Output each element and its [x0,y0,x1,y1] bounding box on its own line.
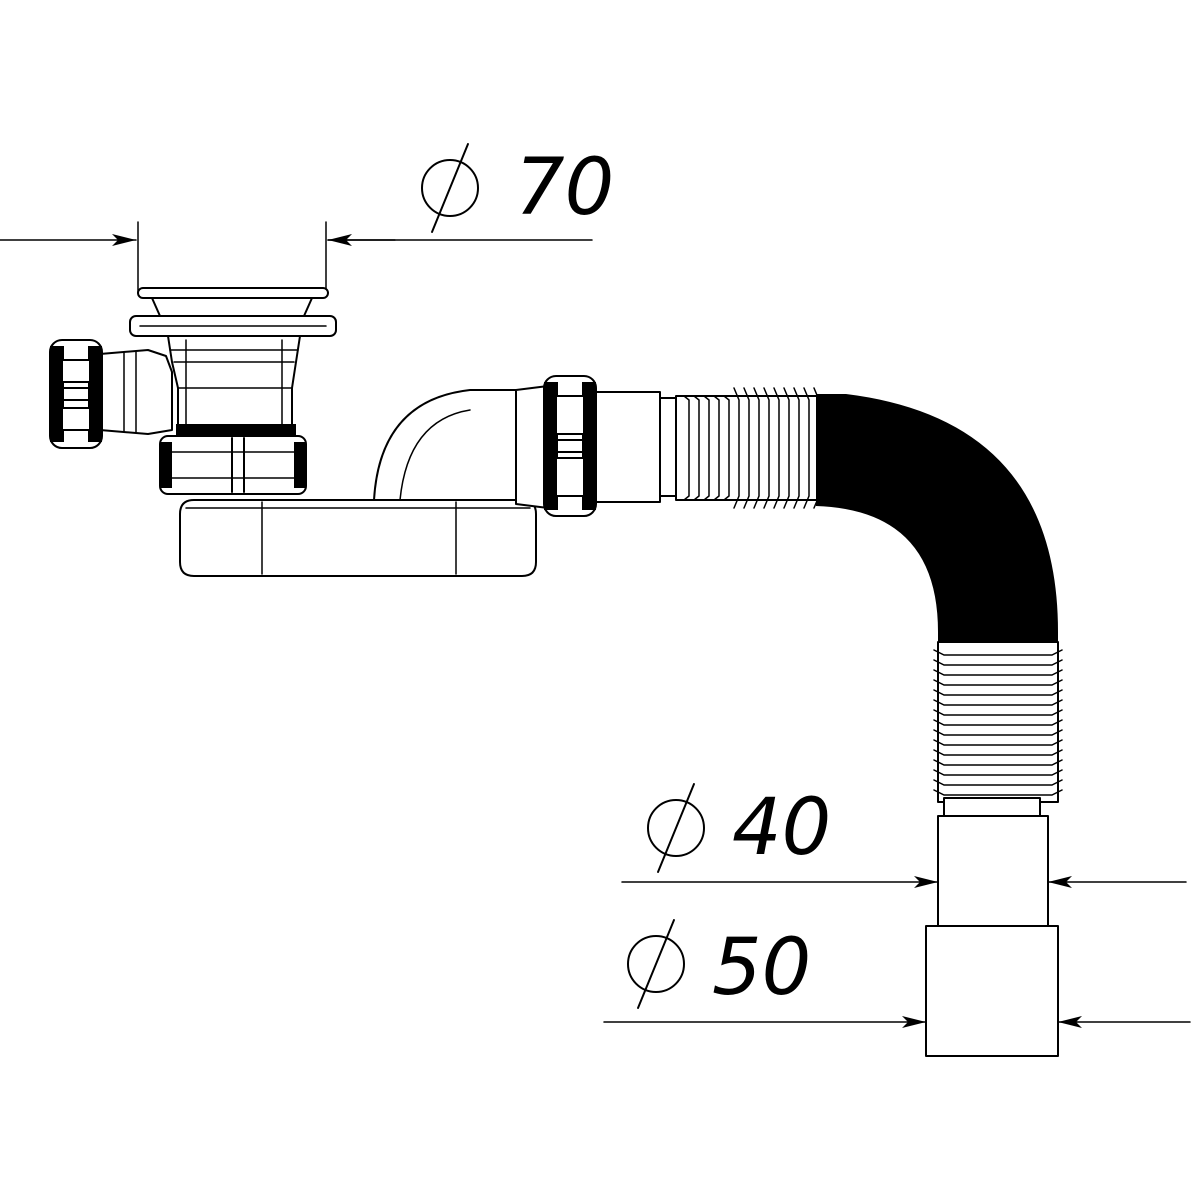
hose-rib [703,395,710,501]
pipe-sleeve [595,391,679,503]
adapter-40 [937,815,1049,927]
hose-rib [743,387,750,509]
outlet-nut [543,375,597,517]
hose-rib [683,395,690,501]
hose-rib [933,729,1063,736]
hose-rib [693,395,700,501]
hose-rib [933,689,1063,696]
lower-nut [159,435,307,495]
dimension-top-value: 70 [515,143,614,233]
hose-rib [933,789,1063,796]
hose-rib [773,387,780,509]
corrugated-hose-vertical [933,641,1063,803]
outlet-elbow [373,385,549,509]
hose-rib [933,699,1063,706]
hose-rib [933,739,1063,746]
hose-rib [933,709,1063,716]
hose-collar [943,797,1041,817]
diameter-symbol-bottom-icon [627,919,685,1009]
diameter-symbol-middle-icon [647,783,705,873]
hose-rib [933,769,1063,776]
dimension-middle-value: 40 [732,783,831,873]
hose-rib [933,669,1063,676]
overflow-connector [49,339,173,449]
drain-strainer [129,287,337,495]
hose-rib [933,649,1063,656]
hose-rib [933,719,1063,726]
corrugated-hose-horizontal [675,387,825,509]
diameter-symbol-top-icon [421,143,479,233]
hose-rib [783,387,790,509]
dimension-bottom-value: 50 [712,923,811,1013]
hose-rib [753,387,760,509]
hose-rib [733,387,740,509]
hose-rib [803,387,810,509]
dimension-top: 70 [0,143,614,293]
flex-hose-bend [816,394,1058,646]
hose-rib [793,387,800,509]
hose-rib [933,659,1063,666]
trap-box [179,499,537,577]
hose-rib [933,779,1063,786]
hose-rib [713,395,720,501]
hose-rib [933,759,1063,766]
hose-rib [723,395,730,501]
hose-rib [933,749,1063,756]
adapter-50 [925,925,1059,1057]
dimension-bottom: 50 [603,919,1191,1028]
hose-rib [933,679,1063,686]
hose-rib [763,387,770,509]
dimension-middle: 40 [621,783,1187,888]
